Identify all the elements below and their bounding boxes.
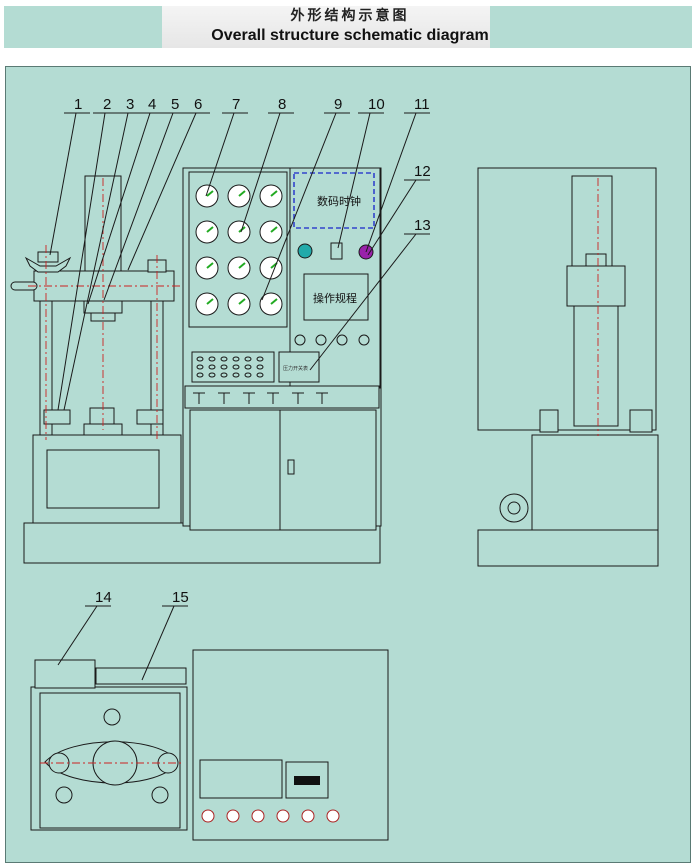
side-top-nut (585, 253, 607, 267)
callout-number: 11 (414, 96, 430, 113)
toggle-switch-icon (220, 364, 228, 370)
toggle-switch-icon (232, 372, 240, 378)
lamp-cyan-icon (297, 243, 313, 259)
left-handle (10, 281, 38, 291)
knob-row (294, 334, 370, 346)
toggle-switch-icon (232, 364, 240, 370)
side-cabinet (531, 434, 659, 531)
top-valve-icon (326, 809, 340, 823)
callout-number: 3 (126, 96, 134, 113)
top-valve-icon (201, 809, 215, 823)
callout-number: 7 (232, 96, 240, 113)
cabinet-doors (189, 409, 377, 531)
callout-number: 6 (194, 96, 202, 113)
right-clamp (136, 409, 164, 425)
toggle-switch-icon (256, 372, 264, 378)
knob-icon (294, 334, 306, 346)
digital-clock-label: 数码时钟 (317, 194, 361, 208)
callout-number: 15 (172, 589, 189, 606)
door-lock-icon (287, 459, 295, 475)
toggle-switch-icon (256, 356, 264, 362)
toggle-switch-icon (256, 364, 264, 370)
center-support (89, 407, 115, 425)
valve-row (193, 392, 328, 404)
toggle-switch-icon (232, 356, 240, 362)
handwheel-icon (24, 256, 72, 273)
knob-icon (336, 334, 348, 346)
toggle-switch-icon (196, 372, 204, 378)
side-frame (477, 167, 657, 431)
top-valve-icon (276, 809, 290, 823)
ram-cylinder (84, 175, 122, 272)
toggle-switch-icon (196, 364, 204, 370)
callout-number: 12 (414, 163, 431, 180)
toggle-switch-icon (220, 356, 228, 362)
toggle-switch-icon (208, 372, 216, 378)
callout-number: 10 (368, 96, 385, 113)
gauge-grid (195, 184, 283, 316)
top-panel (192, 649, 389, 841)
toggle-switch-icon (196, 356, 204, 362)
top-bolt-icon (103, 708, 121, 726)
side-cylinder (571, 175, 613, 267)
callout-number: 13 (414, 217, 431, 234)
top-view (30, 649, 389, 841)
callout-number: 14 (95, 589, 112, 606)
callout-number: 1 (74, 96, 82, 113)
callout-number: 8 (278, 96, 286, 113)
top-valve-icon (301, 809, 315, 823)
digital-clock-frame (293, 172, 375, 229)
side-column (573, 305, 619, 427)
front-view: 数码时钟 操作规程 压力开关表 (10, 167, 382, 564)
left-clamp (43, 409, 71, 425)
side-left-clamp (539, 409, 559, 433)
toggle-switch-icon (244, 356, 252, 362)
knob-icon (315, 334, 327, 346)
toggle-switch-icon (208, 356, 216, 362)
pressure-switch-label: 压力开关表 (283, 365, 308, 372)
valve-rail (184, 385, 380, 409)
side-crosshead (566, 265, 626, 307)
knob-icon (358, 334, 370, 346)
top-valve-icon (226, 809, 240, 823)
callout-number: 9 (334, 96, 342, 113)
power-switch (330, 242, 343, 260)
header-title-plate (162, 6, 490, 48)
pump-motor (34, 659, 96, 689)
toggle-switch-icon (244, 372, 252, 378)
switch-rows (196, 356, 264, 378)
handwheel-hub (37, 251, 59, 263)
toggle-switch-icon (244, 364, 252, 370)
operating-procedure-label: 操作规程 (313, 291, 357, 305)
toggle-switch-icon (208, 364, 216, 370)
callout-number: 5 (171, 96, 179, 113)
title-english: Overall structure schematic diagram (211, 27, 489, 44)
operating-procedure-plate (303, 273, 369, 321)
side-right-clamp (629, 409, 653, 433)
header-band (4, 6, 692, 48)
side-view (477, 167, 659, 567)
top-valve-icon (251, 809, 265, 823)
side-base (477, 529, 659, 567)
top-display-screen (294, 776, 320, 785)
top-valve-row (201, 809, 340, 823)
top-switch-bank (199, 759, 283, 799)
front-cabinet-window (46, 449, 160, 509)
callout-number: 4 (148, 96, 156, 113)
toggle-switch-icon (220, 372, 228, 378)
title-chinese: 外形结构示意图 (290, 8, 410, 24)
top-cylinder (95, 667, 187, 685)
callout-number: 2 (103, 96, 111, 113)
